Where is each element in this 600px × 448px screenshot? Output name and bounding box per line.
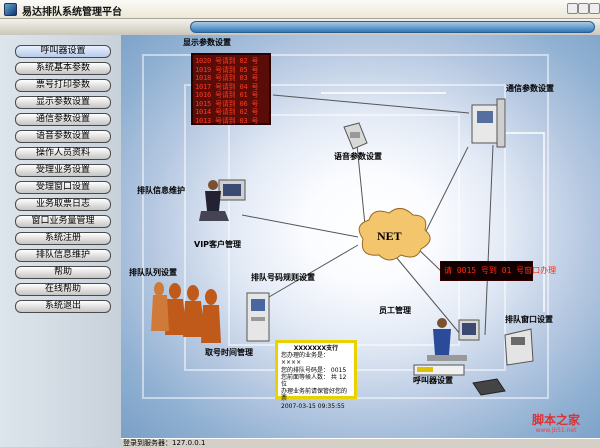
label-queue-list[interactable]: 排队队列设置 <box>129 268 177 277</box>
ticket-line: 2007-03-15 09:35:55 <box>281 402 345 410</box>
led-row: 1014 号请到 02 号 <box>195 108 259 116</box>
led-row: 1013 号请到 03 号 <box>195 116 259 125</box>
ticket-line: 办理业务前请保管好您的票 <box>281 388 348 403</box>
header-banner <box>190 21 595 33</box>
menu-window-volume[interactable]: 窗口业务量管理 <box>15 215 111 228</box>
led-row: 1018 号请到 03 号 <box>195 74 259 82</box>
menu-online-help[interactable]: 在线帮助 <box>15 283 111 296</box>
staff-desk-icon <box>427 318 480 361</box>
led-row: 1016 号请到 01 号 <box>195 91 259 99</box>
maximize-button[interactable] <box>578 3 589 14</box>
menu-registration[interactable]: 系统注册 <box>15 232 111 245</box>
server-icon <box>471 98 506 148</box>
menu-system-params[interactable]: 系统基本参数 <box>15 62 111 75</box>
watermark-url: www.jb51.net <box>535 427 577 434</box>
status-bar: 登录到服务器：127.0.0.1 <box>121 438 600 447</box>
ticket-line: 您前面等候人数： 共 12 位 <box>281 373 347 389</box>
menu-window-settings[interactable]: 受理窗口设置 <box>15 181 111 194</box>
menu-ticket-log[interactable]: 业务取票日志 <box>15 198 111 211</box>
app-icon <box>4 3 17 16</box>
status-text: 登录到服务器：127.0.0.1 <box>123 439 206 447</box>
menu-comm-params[interactable]: 通信参数设置 <box>15 113 111 126</box>
window-title: 易达排队系统管理平台 <box>22 7 122 18</box>
watermark-title: 脚本之家 <box>531 413 580 427</box>
label-caller-settings[interactable]: 呼叫器设置 <box>413 376 453 385</box>
label-window-settings[interactable]: 排队窗口设置 <box>505 315 553 324</box>
ticket-line: 您的排队号码是： 0015 <box>281 366 347 374</box>
caller-device-icon <box>413 364 465 376</box>
menu-ticket-print-params[interactable]: 票号打印参数 <box>15 79 111 92</box>
label-display-settings[interactable]: 显示参数设置 <box>183 38 231 47</box>
label-comm-settings[interactable]: 通信参数设置 <box>506 84 554 93</box>
close-button[interactable] <box>589 3 600 14</box>
title-bar: 易达排队系统管理平台 <box>0 0 600 19</box>
led-display-panel: 1020 号请到 02 号 1019 号请到 05 号 1018 号请到 03 … <box>191 53 271 125</box>
label-queue-rule[interactable]: 排队号码规则设置 <box>251 273 315 282</box>
led-row: 1015 号请到 06 号 <box>195 99 259 108</box>
led-row: 1020 号请到 02 号 <box>195 57 259 65</box>
keypad-icon <box>472 378 506 396</box>
led-row: 1019 号请到 05 号 <box>195 65 259 74</box>
operator-desk-icon <box>199 179 246 221</box>
sidebar: 呼叫器设置 系统基本参数 票号打印参数 显示参数设置 通信参数设置 语音参数设置… <box>0 35 121 447</box>
ticket-line: 您办理的业务是： ×××× <box>281 352 330 367</box>
label-voice-settings[interactable]: 语音参数设置 <box>334 152 382 161</box>
phone-icon <box>343 122 368 150</box>
window-terminal-icon <box>504 328 534 366</box>
led-ticker: 请 0015 号到 01 号窗口办理 <box>440 261 556 281</box>
kiosk-icon <box>246 292 270 342</box>
header-band <box>0 19 600 35</box>
menu-exit[interactable]: 系统退出 <box>15 300 111 313</box>
menu-queue-maintenance[interactable]: 排队信息维护 <box>15 249 111 262</box>
menu-help[interactable]: 帮助 <box>15 266 111 279</box>
label-ticket-time[interactable]: 取号时间管理 <box>205 348 253 357</box>
minimize-button[interactable] <box>567 3 578 14</box>
queue-people-icon <box>151 282 221 343</box>
label-vip[interactable]: VIP客户管理 <box>194 240 242 249</box>
label-queue-info[interactable]: 排队信息维护 <box>137 186 185 195</box>
network-diagram: NET <box>142 54 549 399</box>
menu-operator-info[interactable]: 操作人员资料 <box>15 147 111 160</box>
label-staff[interactable]: 员工管理 <box>379 306 411 315</box>
ticket-preview: XXXXXXX支行 您办理的业务是： ×××× 您的排队号码是： 0015 您前… <box>275 340 357 410</box>
watermark: 脚本之家 www.jb51.net <box>514 413 598 439</box>
menu-caller-settings[interactable]: 呼叫器设置 <box>15 45 111 58</box>
cloud-icon <box>358 208 431 261</box>
ticket-header: XXXXXXX支行 <box>293 345 339 352</box>
led-row: 1017 号请到 04 号 <box>195 82 259 91</box>
connection-lines <box>241 94 494 336</box>
net-label: NET <box>377 229 402 243</box>
menu-voice-params[interactable]: 语音参数设置 <box>15 130 111 143</box>
menu-display-params[interactable]: 显示参数设置 <box>15 96 111 109</box>
menu-business-settings[interactable]: 受理业务设置 <box>15 164 111 177</box>
main-diagram: NET 显示参数设置 通信参数设置 语音参数设置 排队信息维护 <box>121 35 600 438</box>
